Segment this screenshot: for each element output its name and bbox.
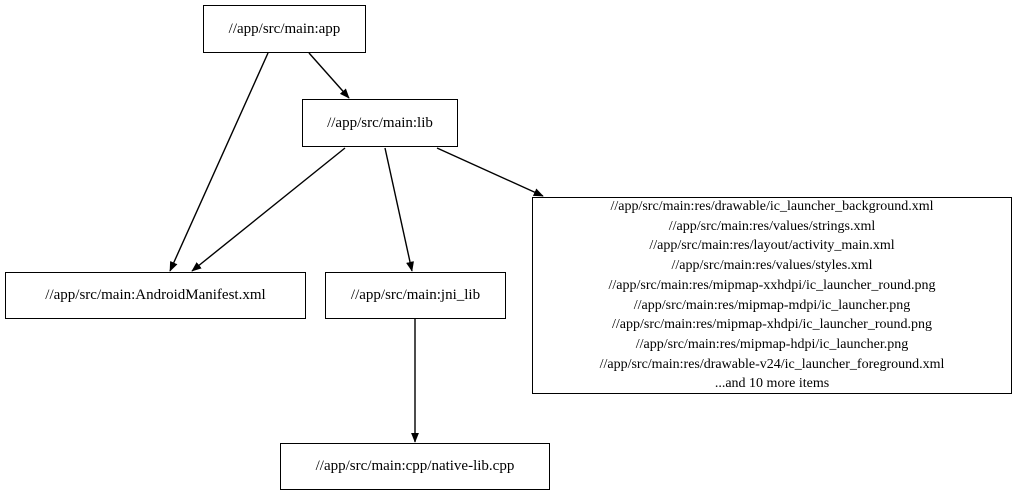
- node-resources-line-6: //app/src/main:res/mipmap-mdpi/ic_launch…: [633, 297, 911, 313]
- node-jni-lib-label: //app/src/main:jni_lib: [350, 287, 481, 304]
- node-native-lib-cpp[interactable]: //app/src/main:cpp/native-lib.cpp: [280, 443, 550, 490]
- node-resources-line-9: //app/src/main:res/drawable-v24/ic_launc…: [599, 356, 945, 372]
- node-resources-line-1: //app/src/main:res/drawable/ic_launcher_…: [610, 198, 934, 214]
- node-resources-line-3: //app/src/main:res/layout/activity_main.…: [649, 238, 895, 254]
- node-native-lib-cpp-label: //app/src/main:cpp/native-lib.cpp: [315, 458, 515, 475]
- node-resources-more-items-label: ...and 10 more items: [714, 376, 830, 392]
- node-lib[interactable]: //app/src/main:lib: [302, 99, 458, 147]
- edge-app-to-manifest: [169, 52, 269, 272]
- node-android-manifest[interactable]: //app/src/main:AndroidManifest.xml: [5, 272, 306, 319]
- node-resources-line-7: //app/src/main:res/mipmap-xhdpi/ic_launc…: [612, 317, 932, 333]
- node-resources-group[interactable]: //app/src/main:res/drawable/ic_launcher_…: [532, 197, 1012, 394]
- node-resources-line-2: //app/src/main:res/values/strings.xml: [668, 218, 876, 234]
- node-lib-label: //app/src/main:lib: [327, 114, 433, 131]
- edge-lib-to-jni-lib: [384, 147, 414, 272]
- edge-lib-to-manifest: [191, 147, 346, 272]
- node-resources-line-4: //app/src/main:res/values/styles.xml: [671, 258, 873, 274]
- node-app[interactable]: //app/src/main:app: [203, 5, 366, 53]
- node-resources-line-8: //app/src/main:res/mipmap-hdpi/ic_launch…: [635, 336, 909, 352]
- node-app-label: //app/src/main:app: [228, 20, 341, 37]
- node-resources-line-5: //app/src/main:res/mipmap-xxhdpi/ic_laun…: [608, 277, 936, 293]
- edge-app-to-lib: [308, 52, 350, 99]
- edge-lib-to-resources: [436, 147, 544, 197]
- node-android-manifest-label: //app/src/main:AndroidManifest.xml: [45, 287, 266, 304]
- node-jni-lib[interactable]: //app/src/main:jni_lib: [325, 272, 506, 319]
